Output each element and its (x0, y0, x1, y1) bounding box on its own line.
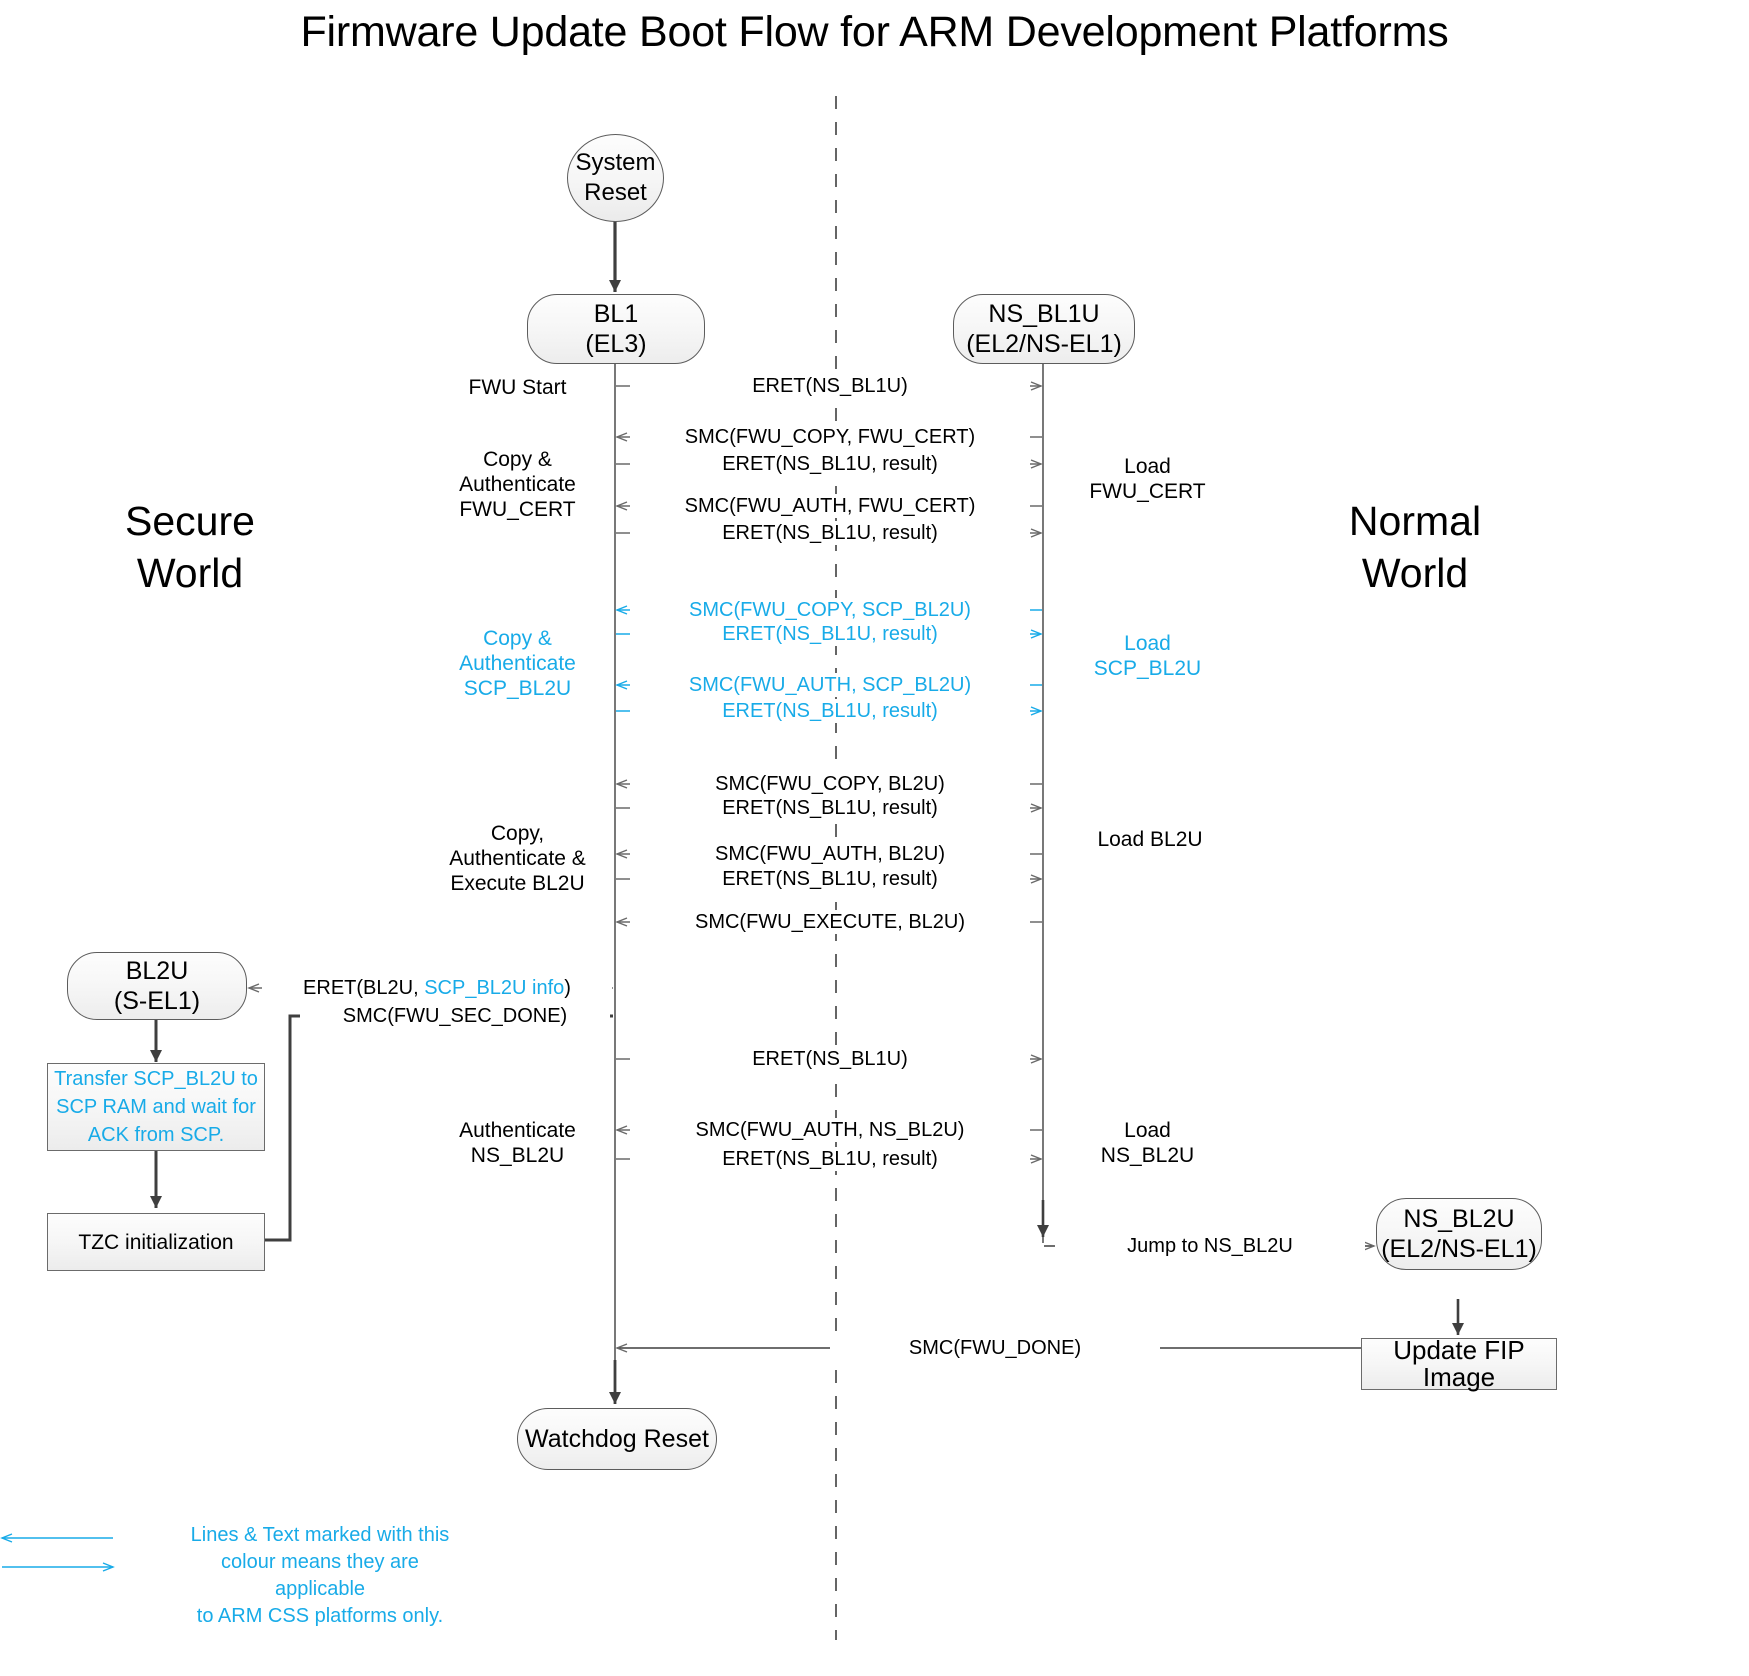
message-label-eret-result-4: ERET(NS_BL1U, result) (630, 699, 1030, 723)
node-system-reset-line1: System (575, 149, 656, 176)
message-label-eret-result-7: ERET(NS_BL1U, result) (630, 1147, 1030, 1171)
message-label-eret-result-1: ERET(NS_BL1U, result) (630, 452, 1030, 476)
message-label-eret-ns-bl1u-2: ERET(NS_BL1U) (630, 1047, 1030, 1071)
box-tzc-label: TZC initialization (78, 1230, 234, 1254)
box-transfer-scp-bl2u[interactable]: Transfer SCP_BL2U to SCP RAM and wait fo… (47, 1063, 265, 1151)
node-bl2u-line2: (S-EL1) (113, 987, 201, 1015)
legend-line1: Lines & Text marked with this (190, 1524, 450, 1546)
node-watchdog-reset-label: Watchdog Reset (525, 1425, 709, 1453)
box-transfer-line1: Transfer SCP_BL2U to (54, 1068, 258, 1090)
page-title: Firmware Update Boot Flow for ARM Develo… (300, 8, 1449, 56)
side-label-copy-auth-scp-line3: SCP_BL2U (463, 677, 572, 700)
side-label-load-fwu-cert-line2: FWU_CERT (1089, 480, 1206, 503)
node-ns-bl2u-line2: (EL2/NS-EL1) (1381, 1235, 1537, 1263)
side-label-load-scp-bl2u: Load SCP_BL2U (1055, 631, 1240, 681)
side-label-load-scp-bl2u-line1: Load (1124, 632, 1171, 655)
message-label-eret-bl2u-scp-info: ERET(BL2U, SCP_BL2U info) (262, 976, 612, 1000)
node-bl1-line2: (EL3) (585, 330, 647, 358)
message-label-smc-fwu-auth-bl2u: SMC(FWU_AUTH, BL2U) (630, 842, 1030, 866)
node-ns-bl2u-line1: NS_BL2U (1403, 1205, 1515, 1233)
side-label-auth-ns-bl2u-line1: Authenticate (459, 1119, 576, 1142)
side-label-copy-auth-scp-line1: Copy & (483, 627, 552, 650)
side-label-copy-auth-scp-bl2u: Copy & Authenticate SCP_BL2U (430, 626, 605, 701)
box-transfer-line3: ACK from SCP. (87, 1124, 225, 1146)
node-system-reset[interactable]: System Reset (567, 134, 664, 222)
message-label-smc-fwu-copy-bl2u: SMC(FWU_COPY, BL2U) (630, 772, 1030, 796)
message-label-eret-result-6: ERET(NS_BL1U, result) (630, 867, 1030, 891)
message-label-smc-fwu-execute-bl2u: SMC(FWU_EXECUTE, BL2U) (630, 910, 1030, 934)
side-label-copy-auth-exec-bl2u: Copy, Authenticate & Execute BL2U (425, 821, 610, 896)
side-label-copy-auth-exec-line1: Copy, (490, 822, 545, 845)
side-label-copy-auth-fwu-cert: Copy & Authenticate FWU_CERT (430, 447, 605, 522)
secure-world-line2: World (136, 550, 244, 596)
box-tzc-initialization[interactable]: TZC initialization (47, 1213, 265, 1271)
node-ns-bl1u-line2: (EL2/NS-EL1) (966, 330, 1122, 358)
side-label-load-ns-bl2u-line2: NS_BL2U (1100, 1144, 1195, 1167)
message-label-eret-ns-bl1u-1: ERET(NS_BL1U) (630, 374, 1030, 398)
secure-world-label: Secure World (60, 495, 320, 599)
side-label-copy-auth-exec-line3: Execute BL2U (450, 872, 585, 895)
box-transfer-line2: SCP RAM and wait for (56, 1096, 256, 1118)
side-label-fwu-start-line1: FWU Start (468, 376, 567, 399)
normal-world-line1: Normal (1348, 498, 1482, 544)
message-label-smc-fwu-done: SMC(FWU_DONE) (830, 1336, 1160, 1360)
side-label-copy-auth-exec-line2: Authenticate & (449, 847, 586, 870)
message-label-eret-result-2: ERET(NS_BL1U, result) (630, 521, 1030, 545)
message-label-smc-fwu-auth-ns-bl2u: SMC(FWU_AUTH, NS_BL2U) (630, 1118, 1030, 1142)
message-label-smc-fwu-sec-done: SMC(FWU_SEC_DONE) (300, 1004, 610, 1028)
legend-text: Lines & Text marked with this colour mea… (175, 1522, 465, 1630)
side-label-load-ns-bl2u: Load NS_BL2U (1055, 1118, 1240, 1168)
message-label-smc-fwu-copy-scp-bl2u: SMC(FWU_COPY, SCP_BL2U) (630, 598, 1030, 622)
node-watchdog-reset[interactable]: Watchdog Reset (517, 1408, 717, 1470)
side-label-copy-auth-scp-line2: Authenticate (459, 652, 576, 675)
node-bl2u-line1: BL2U (125, 957, 189, 985)
node-ns-bl1u-line1: NS_BL1U (988, 300, 1100, 328)
side-label-load-scp-bl2u-line2: SCP_BL2U (1093, 657, 1202, 680)
side-label-load-bl2u: Load BL2U (1055, 827, 1245, 852)
message-label-eret-bl2u-part3: ) (564, 977, 571, 999)
side-label-load-fwu-cert: Load FWU_CERT (1055, 454, 1240, 504)
secure-world-line1: Secure (125, 498, 255, 544)
message-label-eret-result-5: ERET(NS_BL1U, result) (630, 796, 1030, 820)
side-label-auth-ns-bl2u-line2: NS_BL2U (470, 1144, 565, 1167)
side-label-copy-auth-cert-line3: FWU_CERT (459, 498, 576, 521)
message-label-smc-fwu-auth-scp-bl2u: SMC(FWU_AUTH, SCP_BL2U) (630, 673, 1030, 697)
message-label-smc-fwu-auth-fwu-cert: SMC(FWU_AUTH, FWU_CERT) (630, 494, 1030, 518)
message-label-jump-to-ns-bl2u: Jump to NS_BL2U (1055, 1234, 1365, 1258)
node-ns-bl1u[interactable]: NS_BL1U (EL2/NS-EL1) (953, 294, 1135, 364)
side-label-authenticate-ns-bl2u: Authenticate NS_BL2U (425, 1118, 610, 1168)
node-bl2u[interactable]: BL2U (S-EL1) (67, 952, 247, 1020)
side-label-fwu-start: FWU Start (430, 375, 605, 400)
node-ns-bl2u[interactable]: NS_BL2U (EL2/NS-EL1) (1376, 1198, 1542, 1270)
legend-line2: colour means they are applicable (221, 1551, 419, 1600)
box-update-fip-image[interactable]: Update FIP Image (1361, 1335, 1557, 1392)
message-label-eret-bl2u-part1: ERET(BL2U, (303, 977, 425, 999)
message-label-eret-bl2u-part2: SCP_BL2U info (424, 977, 565, 999)
message-label-smc-fwu-copy-fwu-cert: SMC(FWU_COPY, FWU_CERT) (630, 425, 1030, 449)
node-bl1[interactable]: BL1 (EL3) (527, 294, 705, 364)
node-bl1-line1: BL1 (593, 300, 639, 328)
side-label-load-ns-bl2u-line1: Load (1124, 1119, 1171, 1142)
node-system-reset-line2: Reset (584, 179, 647, 206)
box-update-fip-label: Update FIP Image (1393, 1335, 1525, 1392)
legend-line3: to ARM CSS platforms only. (196, 1605, 444, 1627)
normal-world-line2: World (1361, 550, 1469, 596)
side-label-load-fwu-cert-line1: Load (1124, 455, 1171, 478)
normal-world-label: Normal World (1285, 495, 1545, 599)
side-label-copy-auth-cert-line1: Copy & (483, 448, 552, 471)
side-label-load-bl2u-line1: Load BL2U (1097, 828, 1203, 851)
message-label-eret-result-3: ERET(NS_BL1U, result) (630, 622, 1030, 646)
side-label-copy-auth-cert-line2: Authenticate (459, 473, 576, 496)
